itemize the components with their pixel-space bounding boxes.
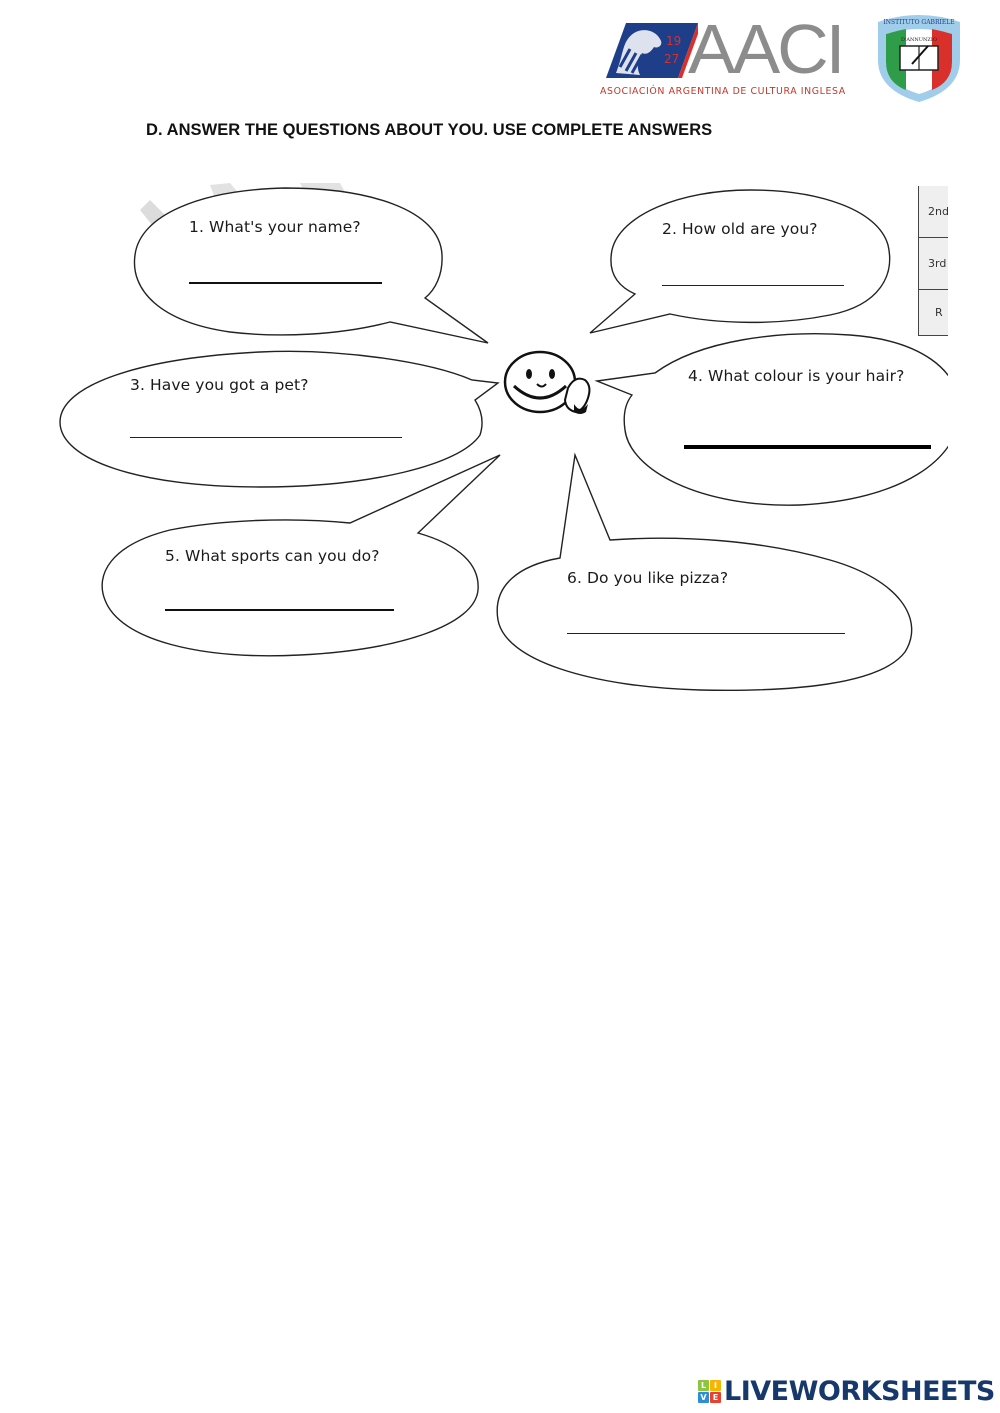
grade-cell-2nd: 2nd — [919, 186, 948, 238]
speech-bubble-worksheet: 1. What's your name? 2. How old are you?… — [0, 150, 948, 710]
question-4: 4. What colour is your hair? — [688, 367, 905, 385]
liveworksheets-wordmark: LIVEWORKSHEETS — [724, 1376, 995, 1407]
answer-line-6[interactable] — [567, 633, 845, 634]
grade-cell-3rd: 3rd — [919, 238, 948, 290]
aaci-subtitle: ASOCIACIÓN ARGENTINA DE CULTURA INGLESA — [600, 86, 846, 97]
svg-text:D'ANNUNZIO: D'ANNUNZIO — [901, 37, 937, 43]
liveworksheets-logo-icon: L I V E — [698, 1380, 721, 1403]
grade-table: 2nd 3rd R — [918, 186, 948, 336]
aaci-wordmark: AACI — [688, 10, 845, 88]
question-3: 3. Have you got a pet? — [130, 376, 309, 394]
liveworksheets-brand: L I V E LIVEWORKSHEETS — [698, 1378, 995, 1405]
answer-line-3[interactable] — [130, 437, 402, 438]
answer-line-1[interactable] — [189, 282, 382, 284]
question-5: 5. What sports can you do? — [165, 547, 380, 565]
question-2: 2. How old are you? — [662, 220, 818, 238]
section-title: D. ANSWER THE QUESTIONS ABOUT YOU. USE C… — [146, 121, 713, 139]
answer-line-2[interactable] — [662, 285, 844, 286]
grade-cell-r: R — [919, 290, 948, 336]
school-shield-icon: INSTITUTO GABRIELE D'ANNUNZIO — [878, 15, 960, 102]
question-1: 1. What's your name? — [189, 218, 361, 236]
lion-emblem-icon: 19 27 — [606, 23, 698, 78]
answer-line-4[interactable] — [684, 445, 931, 449]
svg-text:19: 19 — [666, 34, 681, 48]
smiley-pointing-icon — [503, 350, 591, 414]
speech-bubbles-graphic — [59, 183, 948, 691]
svg-text:27: 27 — [664, 52, 679, 66]
question-6: 6. Do you like pizza? — [567, 569, 729, 587]
aaci-logo: 19 27 AACI ASOCIACIÓN ARGENTINA DE CULTU… — [600, 14, 865, 103]
svg-text:INSTITUTO GABRIELE: INSTITUTO GABRIELE — [883, 19, 954, 26]
answer-line-5[interactable] — [165, 609, 394, 611]
